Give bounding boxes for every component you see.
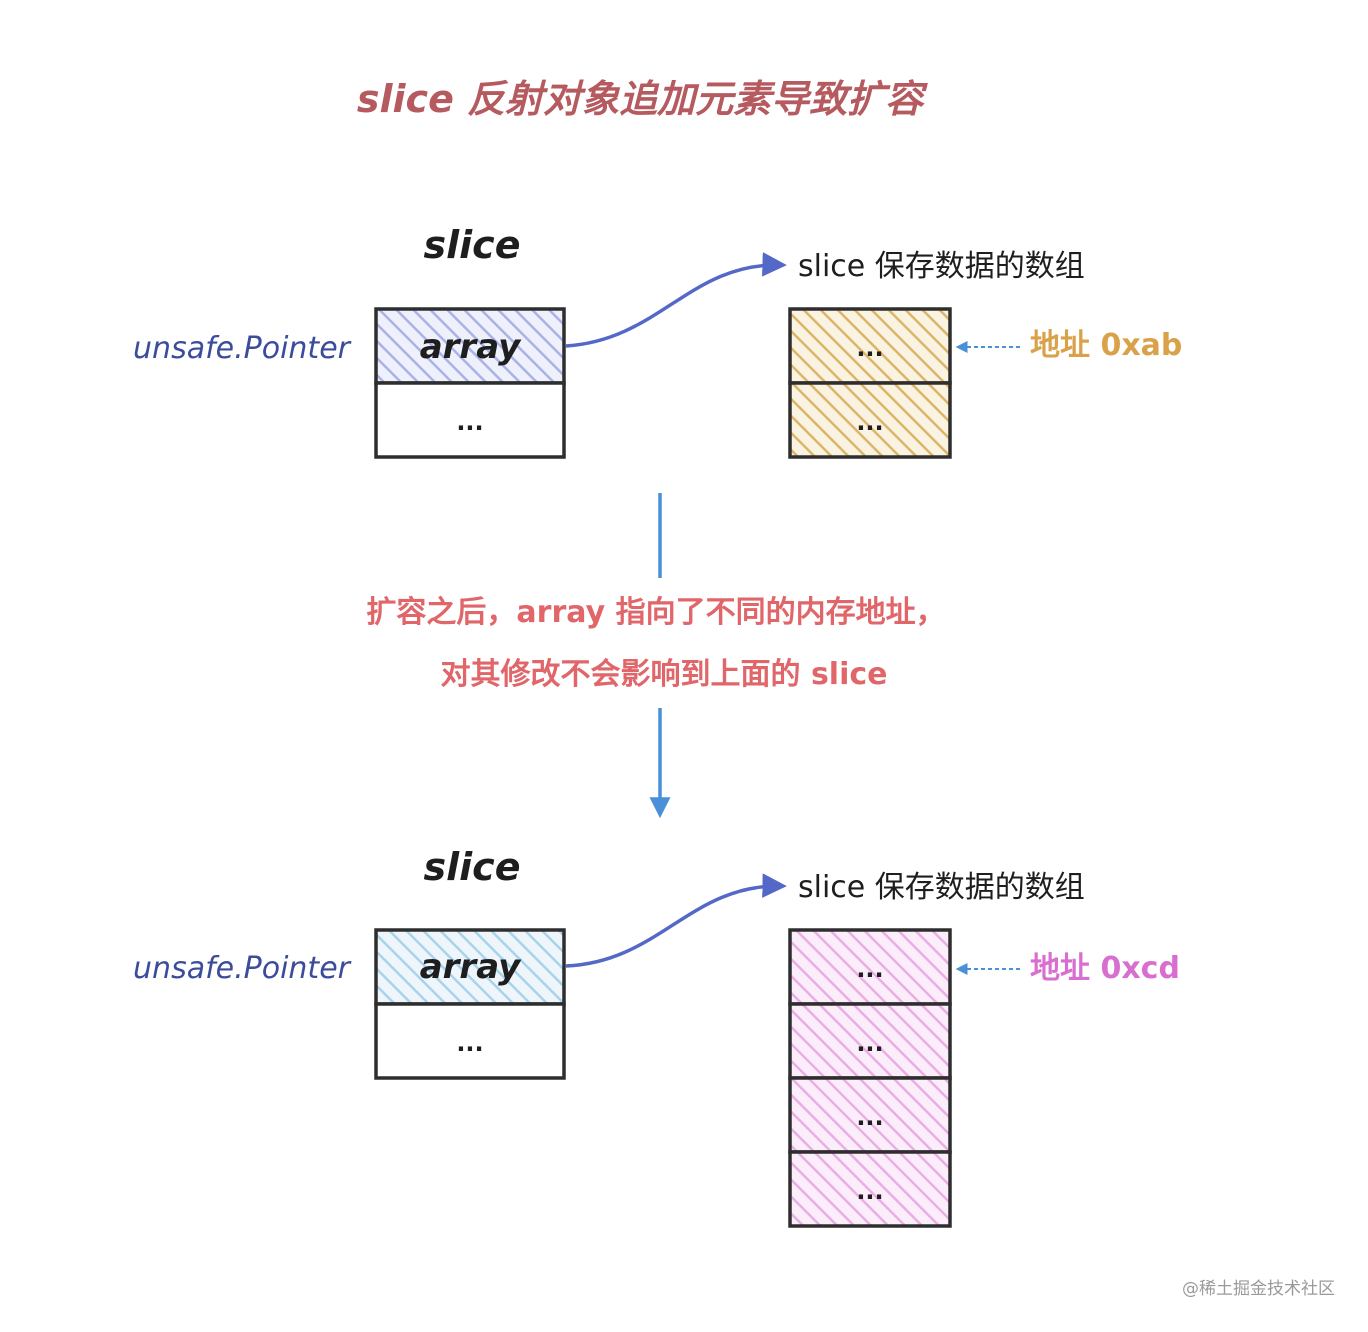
bottom-slice-label: slice xyxy=(424,845,521,889)
top-pointer-label: unsafe.Pointer xyxy=(133,331,352,366)
bottom-array-caption: slice 保存数据的数组 xyxy=(798,870,1085,905)
top-array-caption: slice 保存数据的数组 xyxy=(798,249,1085,284)
bottom-pointer-arrow xyxy=(565,873,787,968)
bottom-other-field-dots: ... xyxy=(456,1029,483,1057)
top-address-label: 地址 0xab xyxy=(1030,328,1182,363)
bottom-array-cell xyxy=(788,1076,952,1154)
note-line-2: 对其修改不会影响到上面的 slice xyxy=(441,657,888,692)
bottom-array-cell-dots: ... xyxy=(856,955,883,983)
bottom-array-cell-dots: ... xyxy=(856,1103,883,1131)
bottom-array-cell xyxy=(788,928,952,1006)
top-section: slice unsafe.Pointer array ... slice 保存数… xyxy=(133,223,1182,459)
top-other-field xyxy=(374,381,566,459)
bottom-array-cell-dots: ... xyxy=(856,1029,883,1057)
bottom-section: slice unsafe.Pointer array ... slice 保存数… xyxy=(133,845,1180,1228)
bottom-address-label: 地址 0xcd xyxy=(1030,951,1180,986)
bottom-array-cell-dots: ... xyxy=(856,1177,883,1205)
top-other-field-dots: ... xyxy=(456,408,483,436)
watermark: @稀土掘金技术社区 xyxy=(1182,1279,1335,1299)
bottom-pointer-label: unsafe.Pointer xyxy=(133,951,352,986)
bottom-array-cell xyxy=(788,1002,952,1080)
top-array-label: array xyxy=(420,327,522,367)
top-array-cell xyxy=(788,381,952,459)
top-pointer-arrow xyxy=(565,252,787,348)
bottom-array-cell xyxy=(788,1150,952,1228)
note-line-1: 扩容之后，array 指向了不同的内存地址， xyxy=(366,595,945,630)
top-array-cell-dots: ... xyxy=(856,408,883,436)
diagram-title: slice 反射对象追加元素导致扩容 xyxy=(357,77,928,121)
top-array-field xyxy=(374,307,566,385)
top-array-cell-dots: ... xyxy=(856,334,883,362)
bottom-other-field xyxy=(374,1002,566,1080)
top-slice-label: slice xyxy=(424,223,521,267)
bottom-array-label: array xyxy=(420,947,522,987)
